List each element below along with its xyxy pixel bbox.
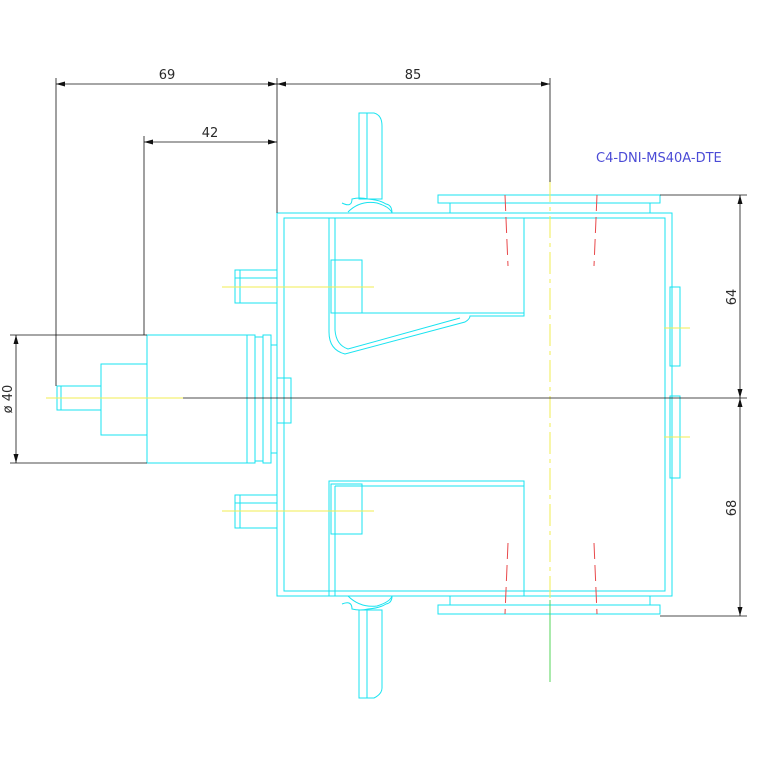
part-outline bbox=[56, 112, 681, 699]
right-fitting-upper bbox=[669, 286, 681, 367]
center-pin bbox=[276, 377, 292, 424]
dim-label-85: 85 bbox=[405, 68, 422, 83]
cylinder-ring-2 bbox=[254, 336, 264, 462]
top-lever-pivot bbox=[347, 201, 393, 214]
hidden-line-4 bbox=[593, 542, 598, 615]
bottom-lever-pivot bbox=[347, 595, 393, 607]
hidden-line-1 bbox=[504, 194, 509, 267]
dimensions: 69 85 42 ø 40 64 68 bbox=[1, 68, 747, 617]
model-code-label: C4-DNI-MS40A-DTE bbox=[596, 151, 722, 166]
top-flange bbox=[437, 194, 661, 204]
bottom-flange bbox=[437, 604, 661, 615]
dim-label-68: 68 bbox=[725, 500, 740, 517]
main-housing bbox=[276, 212, 673, 597]
dim-label-42: 42 bbox=[202, 126, 219, 141]
dim-arrows-right bbox=[737, 195, 743, 616]
upper-jaw bbox=[328, 218, 525, 355]
cylinder-ring-3 bbox=[262, 334, 272, 464]
bottom-lever bbox=[358, 609, 383, 699]
top-flange-lower bbox=[449, 202, 651, 214]
cylinder-body bbox=[146, 334, 248, 464]
upper-jaw-inner bbox=[334, 218, 461, 350]
dim-label-69: 69 bbox=[159, 68, 176, 83]
cylinder-neck bbox=[270, 344, 278, 454]
dim-label-64: 64 bbox=[725, 289, 740, 306]
bottom-lever-base bbox=[341, 595, 393, 611]
centerlines bbox=[46, 180, 690, 682]
cylinder-ring-1 bbox=[246, 334, 256, 464]
hidden-line-3 bbox=[504, 542, 509, 615]
top-lever bbox=[358, 112, 383, 200]
cylinder-cap bbox=[100, 363, 148, 436]
dim-label-diameter: ø 40 bbox=[1, 385, 16, 414]
hidden-line-2 bbox=[593, 194, 598, 267]
lower-jaw bbox=[328, 480, 525, 597]
top-lever-base bbox=[341, 197, 393, 214]
lower-jaw-block bbox=[330, 483, 363, 535]
hidden-lines bbox=[504, 194, 598, 615]
housing-inner bbox=[283, 217, 666, 592]
